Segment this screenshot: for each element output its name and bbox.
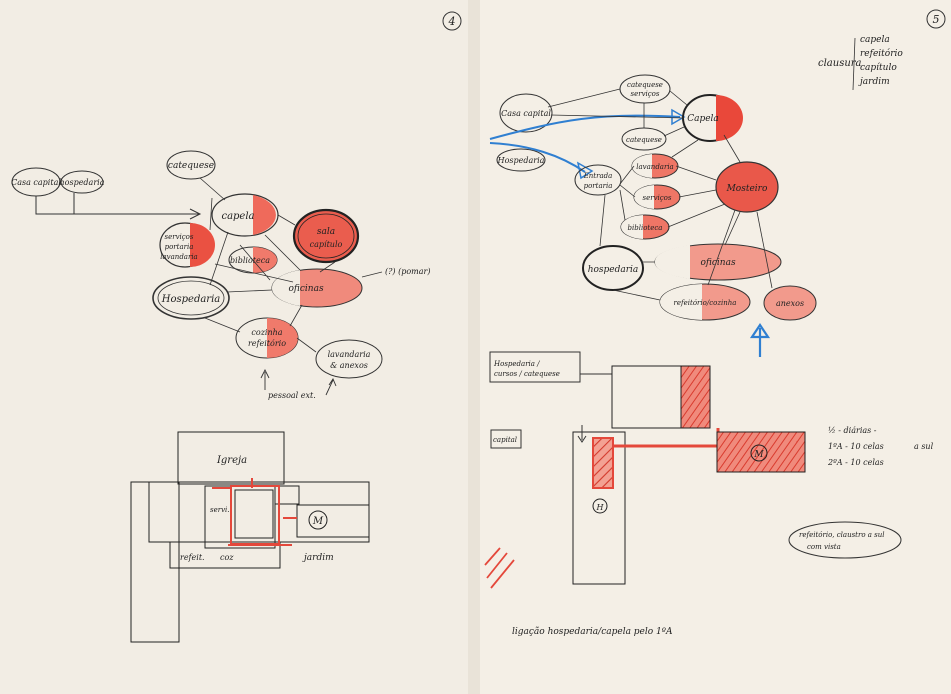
svg-text:lavandaria: lavandaria (328, 350, 371, 359)
right-bubble-chapel: Capela (683, 95, 743, 141)
right-plan-red-core (593, 438, 613, 488)
right-bubble-categories: catequese serviços (620, 75, 670, 103)
left-bubble-hospedaria: Hospedaria (153, 277, 229, 319)
svg-text:serviços: serviços (642, 194, 671, 202)
cluster-title: clausura (818, 58, 862, 69)
left-input-connector (36, 193, 200, 214)
right-bubble-entry: Entrada portaria (575, 165, 621, 195)
right-bottom-note: refeitório, claustro a sul com vista (789, 522, 901, 558)
svg-text:catequese: catequese (168, 161, 214, 171)
right-plan-red-link (613, 428, 718, 446)
left-input-casa-capital: Casa capital (11, 168, 61, 196)
left-input-hospedaria: hospedaria (60, 171, 105, 193)
left-side-note-line (362, 272, 382, 277)
right-bubble-library: biblioteca (621, 215, 669, 239)
svg-text:cozinha: cozinha (251, 328, 282, 337)
svg-text:portaria: portaria (165, 243, 194, 251)
svg-text:capela: capela (221, 211, 254, 222)
right-bubble-services1: lavandaria (632, 154, 678, 178)
svg-text:hospedaria: hospedaria (60, 178, 105, 187)
right-side-note-4: a sul (914, 442, 934, 451)
svg-text:Casa capital: Casa capital (11, 178, 61, 187)
left-bubble-oficinas: oficinas (272, 269, 362, 307)
svg-text:Hospedaria: Hospedaria (497, 156, 545, 165)
svg-text:com vista: com vista (807, 543, 841, 551)
svg-text:4: 4 (448, 15, 456, 28)
right-plan-top-box-label: Hospedaria / cursos / catequese (490, 352, 580, 382)
cluster-item-1: capela (860, 35, 890, 45)
svg-text:oficinas: oficinas (288, 284, 324, 294)
left-plan-refect: refeit. (180, 553, 205, 562)
left-plan-services: servi. (210, 506, 230, 514)
right-bubble-catequese: catequese (622, 128, 666, 150)
left-arrow-note: pessoal ext. (268, 391, 316, 400)
svg-text:lavandaria: lavandaria (636, 163, 673, 171)
left-side-note: (?) (pomar) (385, 267, 430, 276)
svg-text:lavandaria: lavandaria (160, 253, 197, 261)
svg-text:portaria: portaria (584, 182, 613, 190)
svg-text:serviços: serviços (164, 233, 193, 241)
left-plan-red-cloister (231, 486, 279, 544)
left-plan-garden: jardim (302, 553, 334, 563)
svg-text:refeitório/cozinha: refeitório/cozinha (674, 299, 737, 307)
svg-text:5: 5 (933, 13, 940, 26)
svg-text:Capela: Capela (687, 114, 719, 124)
svg-text:serviços: serviços (630, 90, 659, 98)
right-plan-h: H (596, 503, 605, 512)
right-side-note-2: 1ºA - 10 celas (828, 442, 884, 451)
cluster-item-2: refeitório (860, 48, 903, 59)
svg-text:Hospedaria: Hospedaria (161, 294, 221, 305)
right-side-note-3: 2ºA - 10 celas (827, 458, 884, 467)
left-bubble-refectory: cozinha refeitório (236, 318, 298, 358)
right-bubble-refeitorio: refeitório/cozinha (660, 284, 750, 320)
left-plan-kitchen: coz (220, 553, 234, 562)
svg-text:hospedaria: hospedaria (588, 265, 639, 275)
svg-text:catequese: catequese (626, 136, 662, 144)
right-page-number: 5 (927, 10, 945, 28)
right-bubble-services2: serviços (634, 185, 680, 209)
right-footer-note: ligação hospedaria/capela pelo 1ºA (512, 626, 673, 637)
svg-text:Entrada: Entrada (583, 172, 613, 180)
right-blue-arrow-up (752, 325, 768, 357)
left-bubble-chapel: capela (212, 194, 278, 236)
right-side-note-1: ½ - diárias - (828, 426, 877, 435)
svg-text:biblioteca: biblioteca (628, 224, 663, 232)
svg-text:& anexos: & anexos (330, 361, 368, 370)
svg-text:cursos / catequese: cursos / catequese (494, 370, 560, 378)
left-floor-plan (131, 432, 369, 642)
left-bubble-laundry: lavandaria & anexos (316, 340, 382, 378)
cluster-item-4: jardim (858, 77, 890, 87)
svg-text:capítulo: capítulo (310, 240, 343, 249)
left-bubble-sala: sala capítulo (294, 210, 358, 262)
cluster-item-3: capítulo (860, 62, 897, 73)
right-plan-top-hatch (681, 366, 710, 428)
right-plan-down-arrow (578, 425, 586, 442)
right-bubble-anexos: anexos (764, 286, 816, 320)
right-bubble-hospedaria: hospedaria (583, 246, 643, 290)
svg-text:sala: sala (317, 227, 335, 237)
right-bubble-oficinas: oficinas (655, 244, 781, 280)
left-page-number: 4 (443, 12, 461, 30)
left-plan-church: Igreja (216, 455, 247, 466)
svg-text:oficinas: oficinas (700, 258, 736, 268)
svg-text:catequese: catequese (627, 81, 663, 89)
right-red-marks (485, 548, 514, 588)
svg-text:Mosteiro: Mosteiro (726, 184, 768, 194)
right-bubble-mosteiro: Mosteiro (716, 162, 778, 212)
right-plan-m: M (753, 450, 764, 460)
svg-text:capital: capital (493, 436, 517, 444)
right-plan-capital-label: capital (491, 430, 521, 448)
left-plan-m: M (312, 516, 324, 527)
svg-text:refeitório, claustro a sul: refeitório, claustro a sul (799, 531, 885, 539)
left-bubble-categories: catequese (167, 151, 215, 179)
svg-text:Hospedaria /: Hospedaria / (493, 360, 540, 368)
left-bubble-services: serviços portaria lavandaria (160, 223, 215, 267)
svg-text:refeitório: refeitório (248, 339, 286, 348)
svg-text:Casa capital: Casa capital (501, 109, 551, 118)
right-input-hospedaria: Hospedaria (497, 149, 545, 171)
svg-text:anexos: anexos (776, 299, 804, 308)
